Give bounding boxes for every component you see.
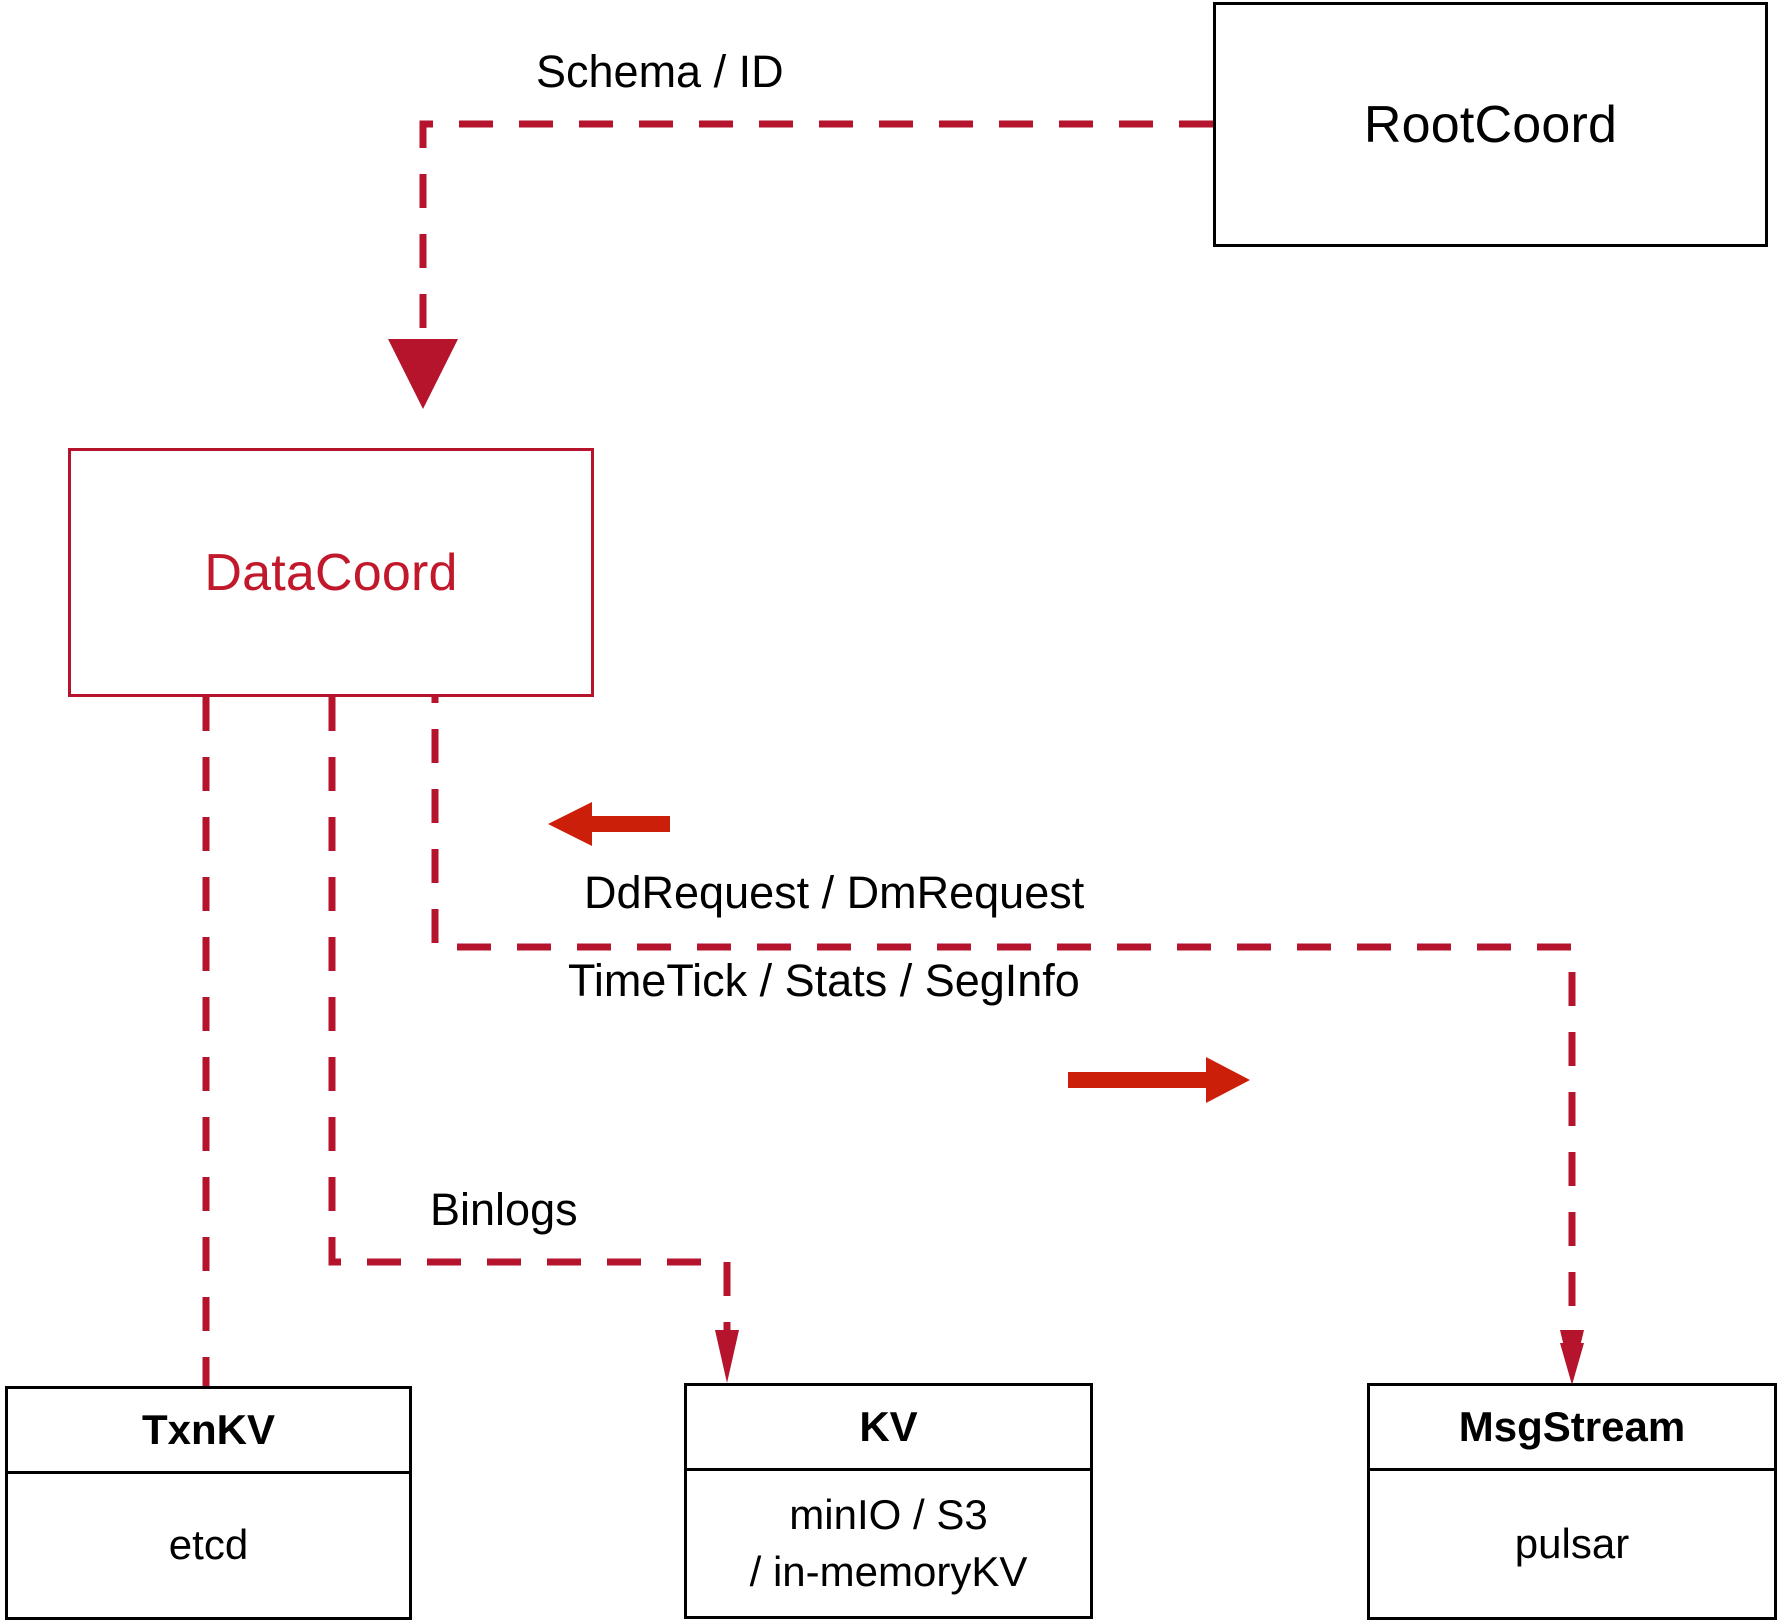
node-txnkv-line-0: etcd bbox=[168, 1521, 249, 1569]
node-txnkv[interactable]: TxnKV etcd bbox=[5, 1386, 412, 1620]
node-rootcoord-label: RootCoord bbox=[1363, 95, 1618, 154]
node-kv-line-1: / in-memoryKV bbox=[749, 1547, 1028, 1595]
node-msgstream-header: MsgStream bbox=[1370, 1386, 1774, 1471]
node-datacoord-label: DataCoord bbox=[204, 543, 458, 602]
arrow-incoming-left bbox=[548, 802, 670, 846]
edge-label-binlogs: Binlogs bbox=[424, 1184, 584, 1236]
arrow-outgoing-right bbox=[1068, 1057, 1250, 1103]
node-txnkv-header: TxnKV bbox=[8, 1389, 409, 1474]
node-kv-header: KV bbox=[687, 1386, 1090, 1471]
node-kv-line-0: minIO / S3 bbox=[789, 1490, 988, 1538]
node-datacoord[interactable]: DataCoord bbox=[68, 448, 594, 697]
edge-label-dd-dm-request: DdRequest / DmRequest bbox=[578, 867, 1091, 919]
node-txnkv-body: etcd bbox=[8, 1474, 409, 1617]
node-kv-body: minIO / S3 / in-memoryKV bbox=[687, 1471, 1090, 1616]
node-msgstream-body: pulsar bbox=[1370, 1471, 1774, 1617]
node-rootcoord[interactable]: RootCoord bbox=[1213, 2, 1768, 247]
edge-label-schema-id: Schema / ID bbox=[530, 46, 790, 98]
node-kv[interactable]: KV minIO / S3 / in-memoryKV bbox=[684, 1383, 1093, 1619]
edge-datacoord-kv-binlogs bbox=[328, 697, 739, 1383]
edge-label-timetick-stats-seginfo: TimeTick / Stats / SegInfo bbox=[562, 955, 1086, 1007]
node-msgstream-line-0: pulsar bbox=[1514, 1519, 1630, 1567]
node-msgstream[interactable]: MsgStream pulsar bbox=[1367, 1383, 1777, 1620]
edge-schema-id bbox=[388, 120, 1213, 409]
